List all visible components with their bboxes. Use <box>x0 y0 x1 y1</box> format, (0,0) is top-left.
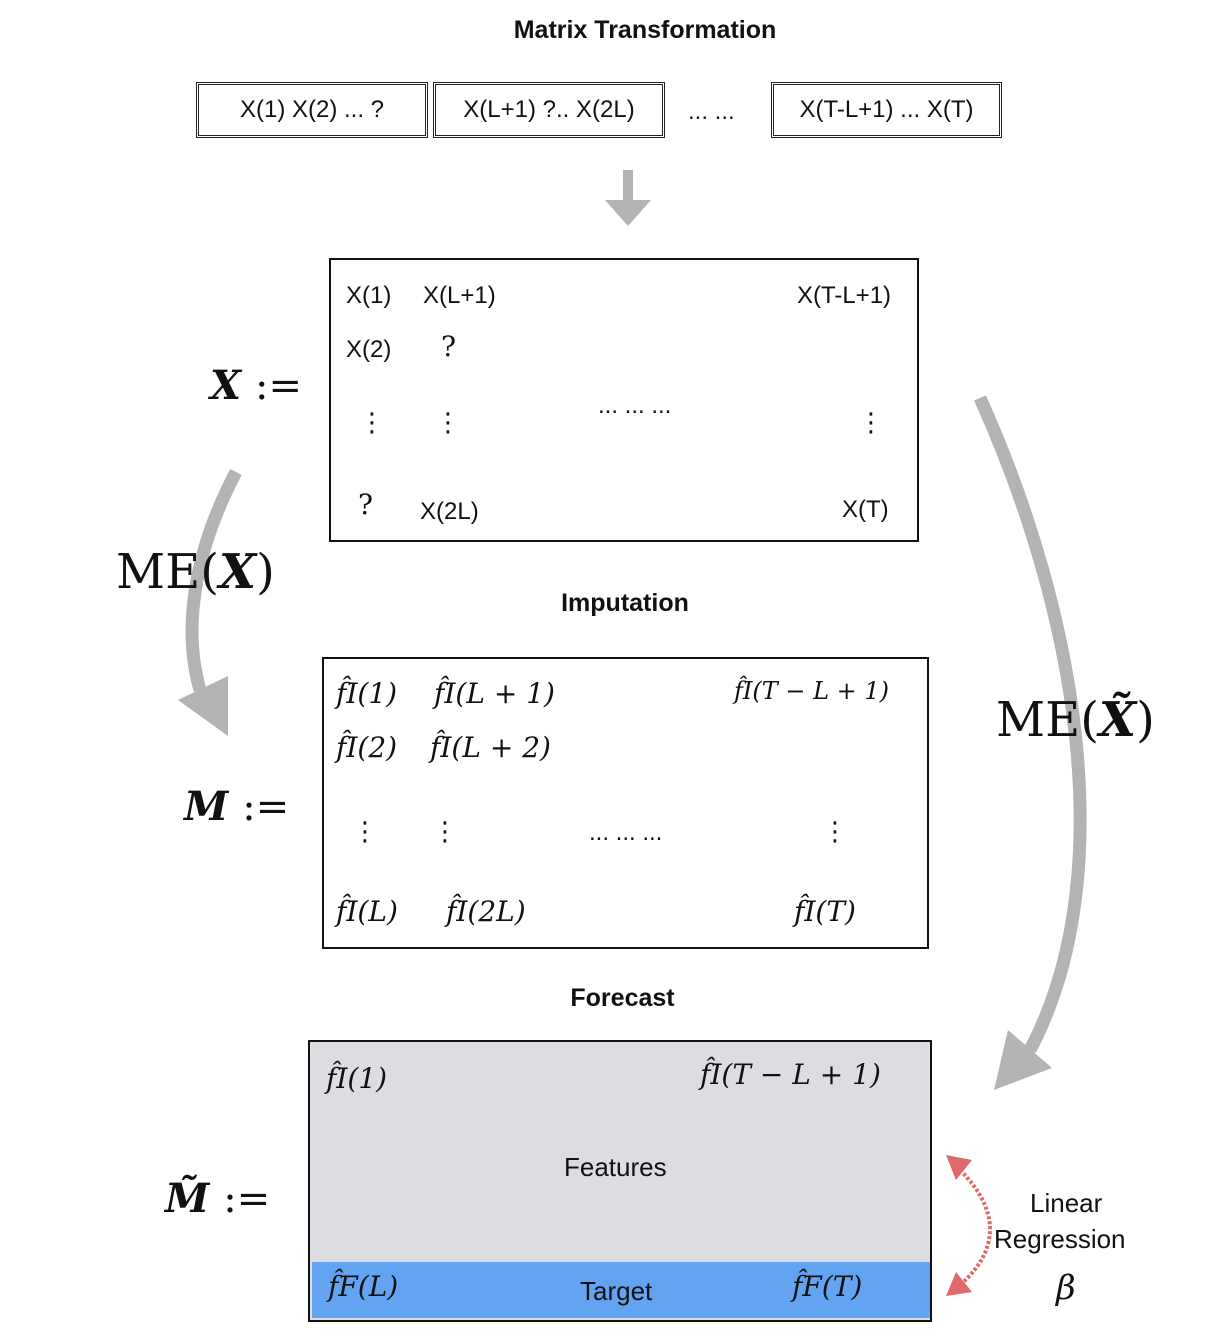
series-segment-2: X(L+1) ?.. X(2L) <box>433 82 665 138</box>
matrix-m: f̂I(1) f̂I(L + 1) f̂I(T − L + 1) f̂I(2) … <box>322 657 929 949</box>
m-hdots: ... ... ... <box>589 819 663 846</box>
x-hdots: ... ... ... <box>598 392 672 419</box>
x-vdots-c3: ⋮ <box>858 408 884 438</box>
x-cell-r1c3: X(T-L+1) <box>797 282 892 309</box>
m-vdots-c2: ⋮ <box>432 817 458 847</box>
m-cell-r1c2: f̂I(L + 1) <box>434 677 555 710</box>
m-cell-r4c2: f̂I(2L) <box>446 895 526 928</box>
x-cell-r2c2: ? <box>441 330 457 363</box>
mt-feature-last: f̂I(T − L + 1) <box>700 1058 881 1091</box>
right-curved-arrow-icon <box>974 395 1087 1090</box>
matrix-mtilde: f̂I(1) f̂I(T − L + 1) Features f̂F(L) Ta… <box>308 1040 932 1322</box>
me-xtilde-label: ME(X̃) <box>996 692 1155 748</box>
me-x-label: ME(X) <box>116 544 275 600</box>
mt-target-first: f̂F(L) <box>328 1270 399 1303</box>
mt-feature-first: f̂I(1) <box>326 1062 388 1095</box>
forecast-title: Forecast <box>570 984 675 1012</box>
matrix-m-label: M := <box>184 783 290 830</box>
imputation-title: Imputation <box>561 589 689 617</box>
matrix-x-label: X := <box>210 362 302 409</box>
x-cell-r1c1: X(1) <box>346 282 392 309</box>
mt-target-last: f̂F(T) <box>792 1270 863 1303</box>
left-curved-arrow-icon <box>178 468 242 736</box>
m-cell-r1c1: f̂I(1) <box>336 677 398 710</box>
series-ellipsis: ... ... <box>688 98 735 125</box>
matrix-x: X(1) X(L+1) X(T-L+1) X(2) ? ⋮ ⋮ ... ... … <box>329 258 919 542</box>
x-vdots-c2: ⋮ <box>435 408 461 438</box>
matrix-transformation-title: Matrix Transformation <box>513 16 777 44</box>
m-cell-r4c1: f̂I(L) <box>336 895 398 928</box>
x-cell-r4c1: ? <box>358 488 374 521</box>
regression-line1: Linear <box>1030 1188 1103 1218</box>
m-vdots-c3: ⋮ <box>822 817 848 847</box>
features-label: Features <box>564 1152 667 1182</box>
m-cell-r2c2: f̂I(L + 2) <box>430 731 551 764</box>
down-arrow-icon <box>605 170 651 226</box>
matrix-mtilde-label: M̃ := <box>165 1175 271 1222</box>
x-cell-r1c2: X(L+1) <box>423 282 496 309</box>
beta-symbol: β <box>1056 1268 1076 1308</box>
m-vdots-c1: ⋮ <box>352 817 378 847</box>
regression-line2: Regression <box>994 1224 1126 1254</box>
x-vdots-c1: ⋮ <box>359 408 385 438</box>
series-segment-1: X(1) X(2) ... ? <box>196 82 428 138</box>
x-cell-r2c1: X(2) <box>346 336 392 363</box>
series-segment-3: X(T-L+1) ... X(T) <box>771 82 1002 138</box>
target-row: f̂F(L) Target f̂F(T) <box>312 1262 930 1318</box>
x-cell-r4c3: X(T) <box>842 496 889 523</box>
target-label: Target <box>580 1276 653 1306</box>
m-cell-r1c3: f̂I(T − L + 1) <box>734 677 890 705</box>
regression-arrow-icon <box>946 1155 992 1296</box>
x-cell-r4c2: X(2L) <box>420 498 479 525</box>
m-cell-r2c1: f̂I(2) <box>336 731 398 764</box>
m-cell-r4c3: f̂I(T) <box>794 895 856 928</box>
